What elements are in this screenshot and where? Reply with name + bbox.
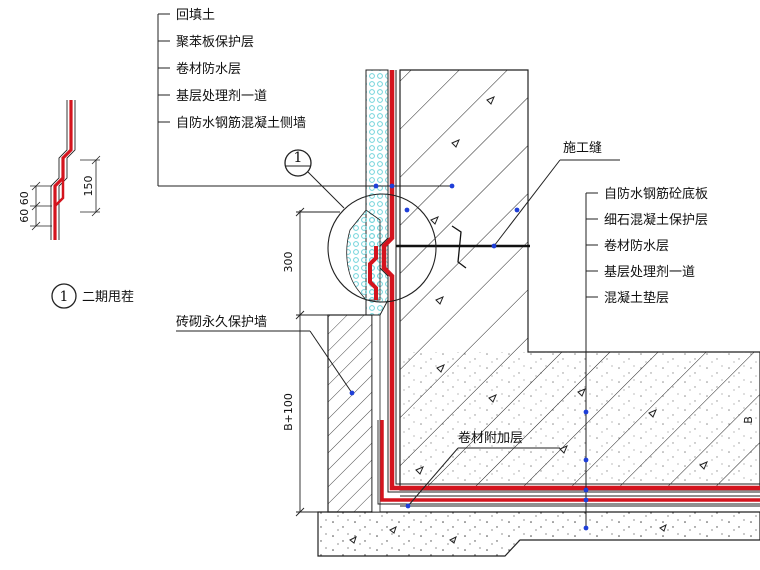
right-labels: 自防水钢筋砼底板 细石混凝土保护层 卷材防水层 基层处理剂一道 混凝土垫层 [604, 186, 708, 306]
mortar-leveling-strip [371, 314, 381, 513]
additional-marker [405, 503, 411, 509]
detail-lap-drawing [30, 100, 101, 240]
detail-number: 1 [60, 289, 69, 305]
membrane-waterproof-layer [381, 70, 760, 491]
concrete-cushion-layer [317, 511, 760, 557]
membrane-outline [379, 70, 760, 493]
detail-dim-150: 150 [82, 176, 95, 197]
callout-leader [307, 171, 345, 209]
label-cushion: 混凝土垫层 [604, 290, 669, 306]
label-brick-wall: 砖砌永久保护墙 [176, 315, 267, 330]
dim-right-b: B [742, 416, 755, 424]
label-membrane: 卷材防水层 [176, 61, 241, 77]
detail-caption: 二期甩茬 [82, 290, 134, 305]
label-fine-concrete: 细石混凝土保护层 [604, 212, 708, 228]
additional-leader [407, 447, 459, 507]
brick-marker [349, 390, 355, 396]
left-labels: 回填土 聚苯板保护层 卷材防水层 基层处理剂一道 自防水钢筋混凝土侧墙 [176, 8, 306, 131]
detail-number-circle [51, 283, 77, 309]
brick-protection-wall [327, 314, 373, 513]
label-side-wall: 自防水钢筋混凝土侧墙 [176, 115, 306, 131]
label-membrane-right: 卷材防水层 [604, 238, 669, 254]
detail-dim-60-60: 60 60 [18, 191, 31, 223]
label-membrane-additional: 卷材附加层 [458, 430, 523, 446]
label-backfill: 回填土 [176, 8, 215, 23]
joint-marker [491, 243, 497, 249]
label-primer-right: 基层处理剂一道 [604, 265, 695, 280]
right-leader-lines [585, 192, 598, 528]
label-primer: 基层处理剂一道 [176, 89, 267, 104]
label-construction-joint: 施工缝 [563, 141, 602, 156]
label-floor-slab: 自防水钢筋砼底板 [604, 186, 708, 202]
left-leader-lines [157, 13, 452, 187]
brick-leader [309, 330, 353, 394]
membrane-outline-inner [395, 70, 760, 485]
aggregate-marks [415, 96, 708, 475]
detail-callout-circle [327, 193, 437, 303]
joint-marker-2 [514, 207, 520, 213]
right-leader-markers [583, 409, 589, 531]
dim-300: 300 [282, 252, 295, 273]
label-eps-protection: 聚苯板保护层 [176, 35, 254, 50]
membrane-additional-outline [377, 420, 760, 505]
cushion-marks [349, 524, 667, 544]
callout-symbol [284, 149, 312, 177]
fine-concrete-protection-layer [400, 352, 760, 482]
left-leader-markers [373, 183, 455, 213]
joint-bracket [451, 225, 467, 269]
membrane-lap [368, 246, 378, 300]
joint-leader [493, 159, 561, 247]
membrane-additional-layer [380, 420, 760, 502]
callout-number: 1 [294, 150, 303, 166]
dim-b100: B+100 [282, 393, 295, 431]
dimension-lines [295, 207, 340, 517]
